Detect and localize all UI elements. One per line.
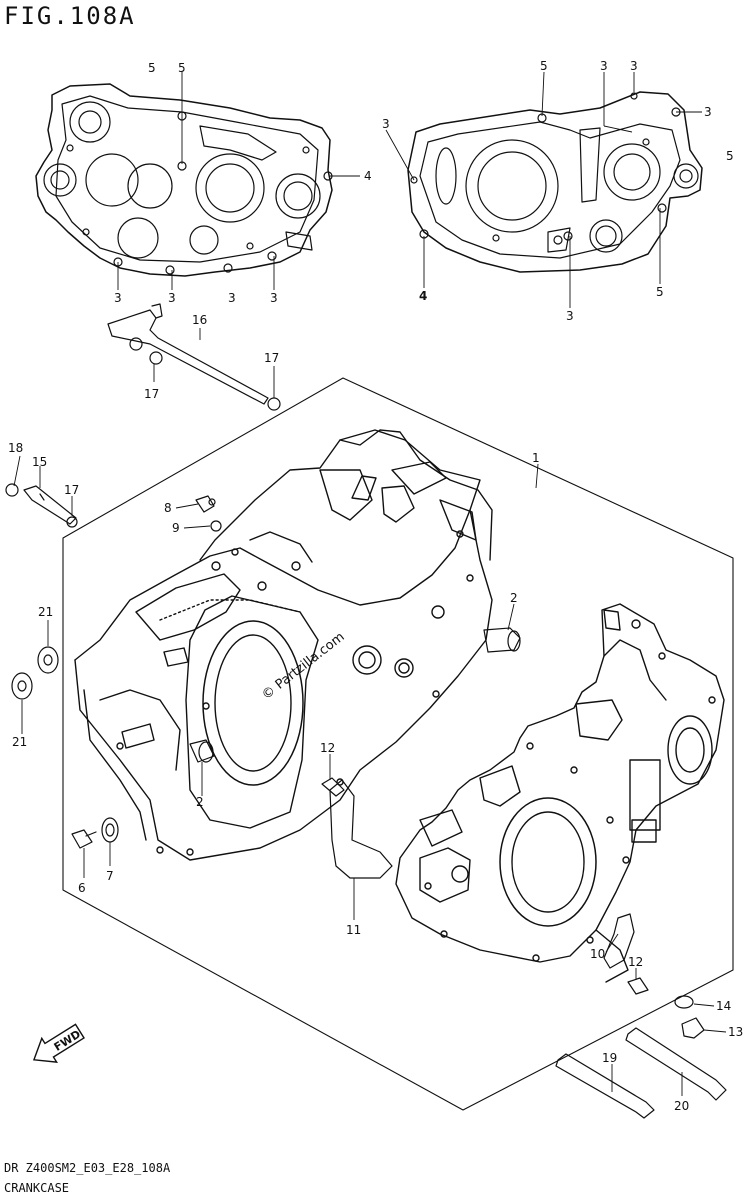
callout-15: 15 bbox=[32, 455, 47, 469]
o-ring-18 bbox=[5, 483, 19, 497]
callout-21: 21 bbox=[12, 735, 27, 749]
callout-21: 21 bbox=[38, 605, 53, 619]
bolt-12b bbox=[627, 977, 649, 995]
callout-8: 8 bbox=[164, 501, 172, 515]
callout-13: 13 bbox=[728, 1025, 743, 1039]
watermark: © Partzilla.com bbox=[259, 630, 347, 704]
callout-3: 3 bbox=[270, 291, 278, 305]
gasket-7 bbox=[101, 817, 119, 843]
callout-5: 5 bbox=[726, 149, 734, 163]
callout-5: 5 bbox=[540, 59, 548, 73]
washer-14 bbox=[674, 995, 694, 1009]
callout-5: 5 bbox=[178, 61, 186, 75]
callout-3: 3 bbox=[168, 291, 176, 305]
callout-18: 18 bbox=[8, 441, 23, 455]
callout-5: 5 bbox=[148, 61, 156, 75]
dowel-pin-2a bbox=[483, 627, 521, 653]
bolt-12a bbox=[321, 777, 345, 797]
callout-12: 12 bbox=[320, 741, 335, 755]
bolt-20 bbox=[625, 1027, 727, 1101]
o-ring-9 bbox=[210, 520, 222, 532]
callout-5: 5 bbox=[656, 285, 664, 299]
assembly-frame bbox=[62, 377, 734, 1111]
callout-17: 17 bbox=[64, 483, 79, 497]
figure-code: DR Z400SM2_E03_E28_108A bbox=[4, 1161, 171, 1175]
callout-3: 3 bbox=[630, 59, 638, 73]
cushion-21b bbox=[11, 672, 33, 700]
callout-16: 16 bbox=[192, 313, 207, 327]
callout-9: 9 bbox=[172, 521, 180, 535]
callout-3: 3 bbox=[704, 105, 712, 119]
callout-2: 2 bbox=[196, 795, 204, 809]
left-case-bolt-view bbox=[35, 83, 333, 277]
callout-4: 4 bbox=[419, 289, 427, 303]
callout-17: 17 bbox=[264, 351, 279, 365]
callout-3: 3 bbox=[228, 291, 236, 305]
callout-labels: 5 5 5 5 5 3 3 3 3 3 3 3 3 3 4 4 16 17 17… bbox=[8, 59, 743, 1113]
callout-3: 3 bbox=[114, 291, 122, 305]
figure-name: CRANKCASE bbox=[4, 1181, 70, 1195]
o-ring-17c bbox=[66, 516, 78, 528]
figure-title: FIG.108A bbox=[4, 2, 136, 30]
oil-pipe-16 bbox=[107, 303, 269, 405]
callout-11: 11 bbox=[346, 923, 361, 937]
plug-13 bbox=[681, 1017, 705, 1039]
callout-3: 3 bbox=[566, 309, 574, 323]
bolt-19 bbox=[555, 1053, 655, 1119]
callout-19: 19 bbox=[602, 1051, 617, 1065]
callout-3: 3 bbox=[600, 59, 608, 73]
callout-3: 3 bbox=[382, 117, 390, 131]
o-ring-17b bbox=[267, 397, 281, 411]
o-ring-17a bbox=[149, 351, 163, 365]
callout-14: 14 bbox=[716, 999, 731, 1013]
leader-lines bbox=[13, 71, 727, 1096]
gasket-7-inner bbox=[105, 823, 115, 837]
callout-6: 6 bbox=[78, 881, 86, 895]
callout-1: 1 bbox=[532, 451, 540, 465]
callout-12: 12 bbox=[628, 955, 643, 969]
drain-plug-6 bbox=[71, 829, 97, 849]
case-plate-10 bbox=[603, 913, 635, 969]
dowel-pin-2b bbox=[189, 739, 215, 763]
oil-jet-8 bbox=[195, 495, 216, 513]
callout-7: 7 bbox=[106, 869, 114, 883]
right-case-bolt-view bbox=[407, 91, 703, 273]
case-plate-11 bbox=[329, 779, 393, 879]
fwd-arrow: FWD bbox=[32, 1023, 85, 1063]
callout-17: 17 bbox=[144, 387, 159, 401]
cushion-21a bbox=[37, 646, 59, 674]
right-crankcase-half bbox=[395, 603, 725, 983]
oil-pipe-15 bbox=[23, 485, 77, 525]
callout-2: 2 bbox=[510, 591, 518, 605]
callout-20: 20 bbox=[674, 1099, 689, 1113]
callout-10: 10 bbox=[590, 947, 605, 961]
left-crankcase-half bbox=[74, 429, 493, 861]
callout-4: 4 bbox=[364, 169, 372, 183]
